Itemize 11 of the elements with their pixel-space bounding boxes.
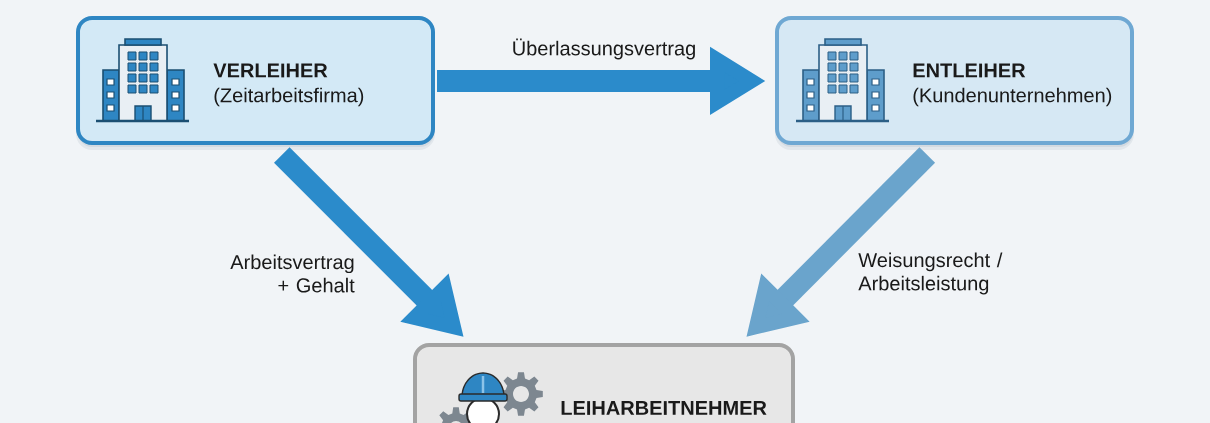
- node-title: LEIHARBEITNEHMER: [561, 401, 767, 415]
- edge-label: Arbeitsvertrag + Gehalt: [230, 254, 355, 293]
- entity-box: [775, 16, 1134, 150]
- node-subtitle: (Zeitarbeitsfirma): [214, 87, 364, 107]
- node-subtitle: (Kundenunternehmen): [913, 87, 1112, 107]
- entity-box: [76, 16, 435, 150]
- edge-label: Weisungsrecht / Arbeitsleistung: [858, 252, 1003, 295]
- edge-label: Überlassungsvertrag: [513, 38, 695, 60]
- entity-box: [413, 343, 795, 423]
- node-title: ENTLEIHER: [913, 63, 1026, 78]
- node-title: VERLEIHER: [213, 63, 328, 78]
